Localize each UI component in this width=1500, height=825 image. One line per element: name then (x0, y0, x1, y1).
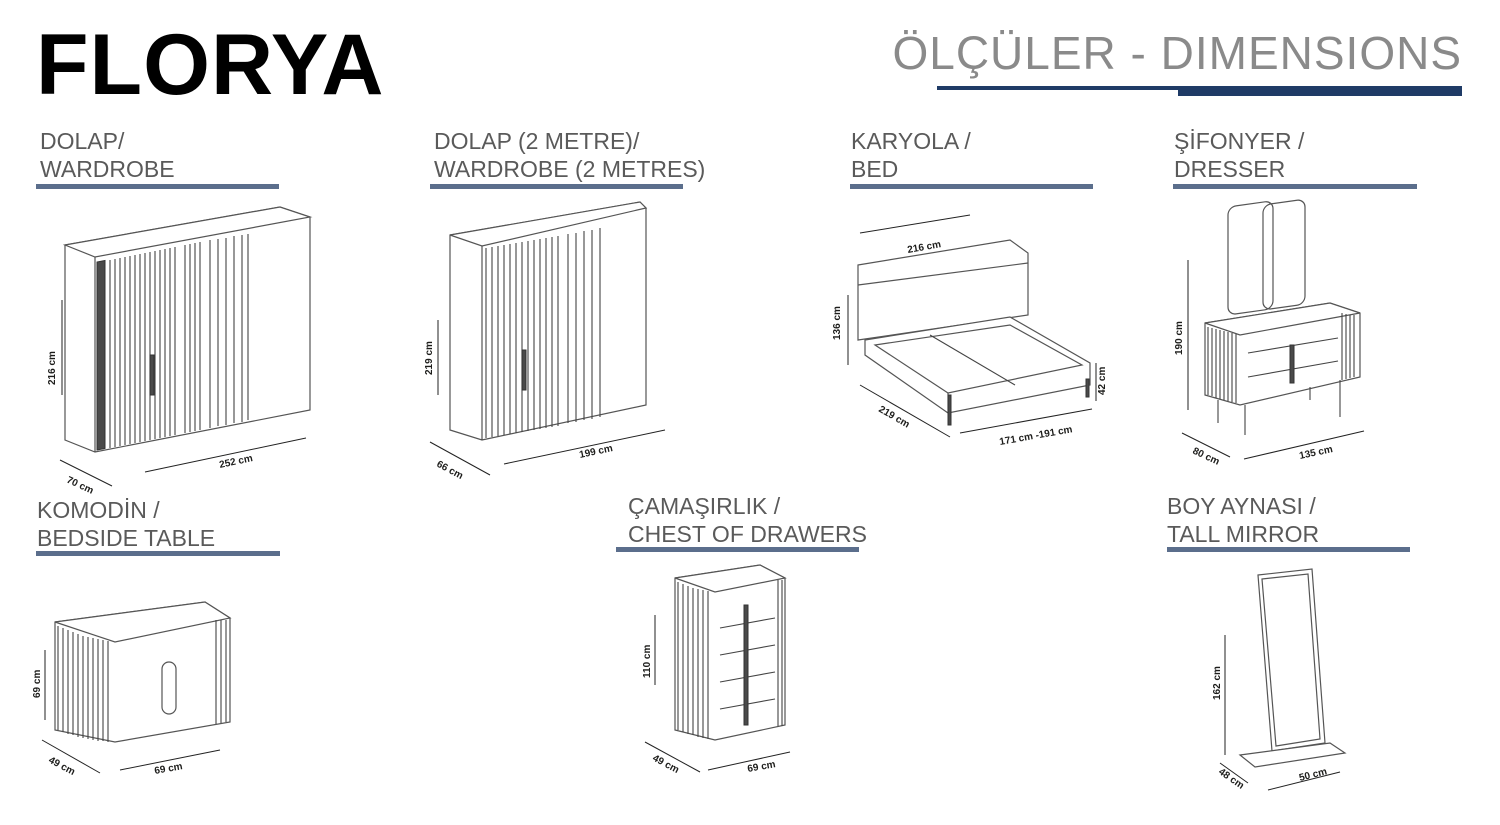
brand-title: FLORYA (36, 17, 385, 113)
dim-height-label: 190 cm (1174, 321, 1185, 355)
dim-height-label: 136 cm (832, 306, 843, 340)
section-rule-dresser (1173, 184, 1417, 189)
wardrobe-2m-drawing: 219 cm 66 cm 199 cm (424, 201, 666, 482)
section-rule-bedside (36, 551, 280, 556)
section-label-line1: KARYOLA / (851, 128, 971, 154)
dim-height-label: 216 cm (47, 351, 58, 385)
section-label-line2: CHEST OF DRAWERS (628, 521, 867, 547)
section-label-line2: BED (851, 156, 899, 182)
section-label-line1: ŞİFONYER / (1174, 128, 1305, 154)
dim-depth-label: 66 cm (435, 459, 465, 482)
wardrobe-drawing: 216 cm 70 cm 252 cm (47, 206, 313, 497)
section-rule-chest (616, 547, 859, 552)
section-label-line2: WARDROBE (2 METRES) (434, 156, 706, 182)
section-label-line2: BEDSIDE TABLE (37, 525, 216, 551)
section-label-line2: WARDROBE (40, 156, 175, 182)
section-label-line1: DOLAP (2 METRE)/ (434, 128, 640, 154)
section-rule-mirror (1167, 547, 1410, 552)
dim-depth-label: 48 cm (1216, 766, 1246, 791)
dim-depth-label: 49 cm (47, 755, 77, 778)
mirror-drawing: 162 cm 48 cm 50 cm (1212, 568, 1347, 792)
section-label-line1: DOLAP/ (40, 128, 125, 154)
dim-width-label: 50 cm (1298, 766, 1328, 784)
section-label-line2: TALL MIRROR (1167, 521, 1320, 547)
dim-mattress-label: 171 cm -191 cm (999, 424, 1074, 448)
dim-height-label: 219 cm (424, 341, 435, 375)
chest-drawing: 110 cm 49 cm 69 cm (642, 564, 791, 776)
dimensions-title: ÖLÇÜLER - DIMENSIONS (892, 27, 1462, 79)
dim-depth-label: 49 cm (651, 753, 681, 776)
dim-side-height-label: 42 cm (1097, 367, 1108, 395)
section-label-line2: DRESSER (1174, 156, 1286, 182)
section-label-mirror: BOY AYNASI / TALL MIRROR (1167, 492, 1319, 548)
dim-height-label: 110 cm (642, 645, 653, 678)
title-underline-accent (1178, 86, 1462, 96)
section-label-wardrobe: DOLAP/ WARDROBE (40, 127, 175, 183)
dresser-drawing: 190 cm 80 cm 135 cm (1174, 199, 1365, 468)
dim-height-label: 162 cm (1212, 666, 1223, 700)
section-rule-wardrobe-2m (430, 184, 683, 189)
section-label-bed: KARYOLA / BED (851, 127, 971, 183)
section-label-line1: KOMODİN / (37, 497, 160, 523)
dim-depth-label: 80 cm (1191, 446, 1221, 468)
bed-drawing: 216 cm 136 cm 219 cm 171 cm -191 cm 42 c… (832, 214, 1108, 448)
dim-width-label: 199 cm (578, 443, 614, 461)
dim-length-label: 219 cm (877, 404, 912, 431)
section-label-bedside: KOMODİN / BEDSIDE TABLE (37, 496, 215, 552)
dim-width-label: 69 cm (747, 759, 777, 775)
section-label-chest: ÇAMAŞIRLIK / CHEST OF DRAWERS (628, 492, 867, 548)
section-label-dresser: ŞİFONYER / DRESSER (1174, 127, 1304, 183)
section-rule-bed (850, 184, 1093, 189)
section-label-wardrobe-2m: DOLAP (2 METRE)/ WARDROBE (2 METRES) (434, 127, 705, 183)
section-rule-wardrobe (36, 184, 279, 189)
dim-height-label: 69 cm (32, 670, 43, 698)
section-label-line1: ÇAMAŞIRLIK / (628, 493, 781, 519)
dim-width-label: 135 cm (1298, 444, 1334, 462)
dim-depth-label: 70 cm (65, 475, 95, 497)
dim-width-label: 69 cm (154, 761, 184, 777)
bedside-drawing: 69 cm 49 cm 69 cm (32, 601, 232, 778)
section-label-line1: BOY AYNASI / (1167, 493, 1316, 519)
